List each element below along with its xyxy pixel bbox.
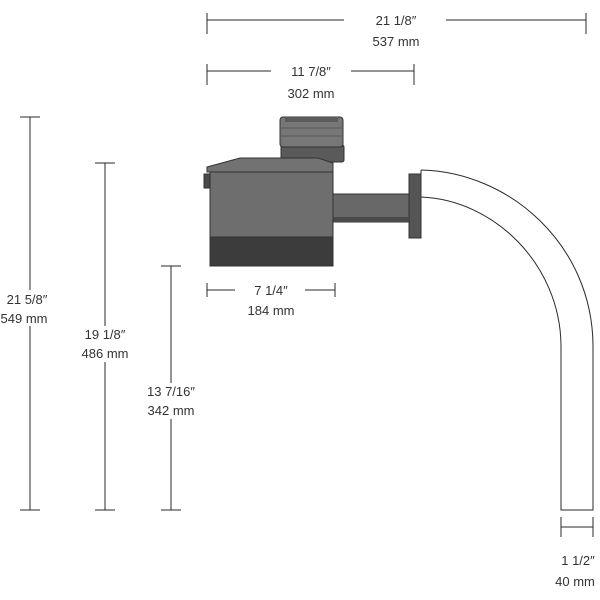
light-fixture (203, 116, 594, 511)
housing-lens (209, 236, 334, 267)
overall-height-dimension: 21 5/8″ 549 mm (0, 116, 60, 511)
sensor-height-metric: 486 mm (82, 346, 129, 361)
mounting-plate (408, 173, 422, 239)
overall-width-dimension: 21 1/8″ 537 mm (206, 12, 587, 49)
pipe-diameter-dimension: 1 1/2″ 40 mm (555, 517, 595, 589)
housing-height-dimension: 13 7/16″ 342 mm (138, 265, 204, 511)
photocell-sensor (279, 116, 345, 163)
housing-width-dimension: 7 1/4″ 184 mm (206, 282, 336, 318)
overall-width-metric: 537 mm (373, 34, 420, 49)
side-latch (203, 173, 211, 189)
sensor-height-dimension: 19 1/8″ 486 mm (72, 162, 138, 511)
overall-width-imperial: 21 1/8″ (376, 13, 417, 28)
overall-height-imperial: 21 5/8″ (7, 292, 48, 307)
housing-height-metric: 342 mm (148, 403, 195, 418)
pipe-diameter-metric: 40 mm (555, 574, 595, 589)
housing-width-metric: 184 mm (248, 303, 295, 318)
housing-height-imperial: 13 7/16″ (147, 384, 195, 399)
pipe-diameter-imperial: 1 1/2″ (561, 553, 595, 568)
housing-body (209, 171, 334, 238)
sensor-height-imperial: 19 1/8″ (85, 327, 126, 342)
head-width-metric: 302 mm (288, 86, 335, 101)
overall-height-metric: 549 mm (1, 311, 48, 326)
head-width-dimension: 11 7/8″ 302 mm (206, 63, 415, 101)
housing-lid (206, 157, 334, 173)
head-width-imperial: 11 7/8″ (291, 64, 331, 79)
gooseneck-pipe (420, 169, 594, 511)
housing-width-imperial: 7 1/4″ (254, 283, 288, 298)
